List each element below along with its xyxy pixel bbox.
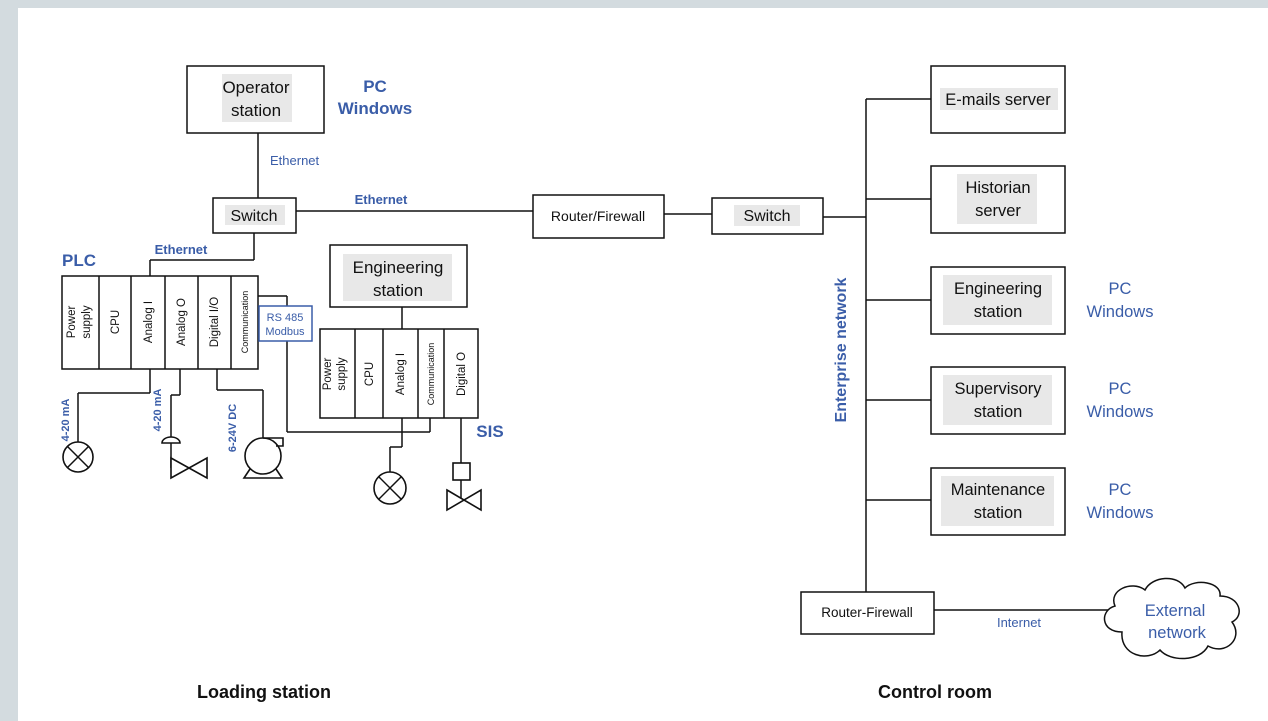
pc-windows-top-line1: PC bbox=[363, 77, 387, 96]
plc-module-digital-io: Digital I/O bbox=[209, 297, 221, 348]
sis-label: SIS bbox=[476, 422, 503, 441]
ethernet-label-horizontal: Ethernet bbox=[355, 192, 408, 207]
switch-right-box[interactable]: Switch bbox=[711, 197, 824, 235]
pump-icon bbox=[242, 437, 284, 479]
sis-rack[interactable]: Power supply CPU Analog I Communication … bbox=[319, 328, 479, 419]
engineering-station-right-label-2: station bbox=[974, 303, 1023, 321]
switch-right-label: Switch bbox=[743, 208, 790, 225]
signal-label-2: 4-20 mA bbox=[152, 389, 164, 432]
router-firewall-mid-label: Router/Firewall bbox=[551, 208, 645, 224]
plc-module-cpu: CPU bbox=[110, 310, 122, 334]
pc-windows-maint-line1: PC bbox=[1109, 481, 1132, 499]
operator-station-box[interactable]: Operator station bbox=[186, 65, 325, 134]
email-server-box[interactable]: E-mails server bbox=[930, 65, 1066, 134]
pc-windows-maint-line2: Windows bbox=[1087, 504, 1154, 522]
ethernet-label-vertical: Ethernet bbox=[270, 153, 320, 168]
sis-module-power-2: supply bbox=[336, 357, 348, 390]
sis-module-digital-o: Digital O bbox=[456, 352, 468, 396]
supervisory-station-box[interactable]: Supervisory station bbox=[930, 366, 1066, 435]
plc-module-analog-i: Analog I bbox=[143, 301, 155, 343]
pc-windows-top-line2: Windows bbox=[338, 99, 412, 118]
enterprise-network-label: Enterprise network bbox=[833, 277, 850, 422]
engineering-station-right-box[interactable]: Engineering station bbox=[930, 266, 1066, 335]
sis-module-analog-i: Analog I bbox=[395, 353, 407, 395]
supervisory-station-label-1: Supervisory bbox=[954, 380, 1042, 398]
external-network-label-1: External bbox=[1145, 602, 1206, 620]
maintenance-station-box[interactable]: Maintenance station bbox=[930, 467, 1066, 536]
external-network-label-2: network bbox=[1148, 624, 1207, 642]
pc-windows-sup-line1: PC bbox=[1109, 380, 1132, 398]
email-server-label: E-mails server bbox=[945, 91, 1051, 109]
plc-module-power-2: supply bbox=[81, 305, 93, 338]
engineering-station-center-label-2: station bbox=[373, 281, 423, 300]
solenoid-valve-icon bbox=[446, 462, 482, 512]
signal-label-1: 4-20 mA bbox=[60, 399, 72, 442]
engineering-station-right-label-1: Engineering bbox=[954, 280, 1042, 298]
pc-windows-eng-line1: PC bbox=[1109, 280, 1132, 298]
router-firewall-bottom-label: Router-Firewall bbox=[821, 605, 913, 620]
supervisory-station-label-2: station bbox=[974, 403, 1023, 421]
router-firewall-bottom-box[interactable]: Router-Firewall bbox=[800, 591, 935, 635]
operator-station-label-1: Operator bbox=[222, 78, 289, 97]
connection-lines bbox=[77, 98, 1110, 611]
switch-left-box[interactable]: Switch bbox=[212, 197, 297, 234]
maintenance-station-label-1: Maintenance bbox=[951, 481, 1045, 499]
valve-icon bbox=[161, 436, 208, 480]
plc-module-analog-o: Analog O bbox=[176, 298, 188, 346]
router-firewall-mid-box[interactable]: Router/Firewall bbox=[532, 194, 665, 239]
engineering-station-center-box[interactable]: Engineering station bbox=[329, 244, 468, 308]
historian-server-label-1: Historian bbox=[965, 179, 1030, 197]
internet-label: Internet bbox=[997, 615, 1041, 630]
sis-module-communication: Communication bbox=[426, 343, 436, 406]
rs485-line1: RS 485 bbox=[267, 312, 304, 324]
sis-module-cpu: CPU bbox=[364, 362, 376, 386]
rs485-label-box: RS 485 Modbus bbox=[258, 305, 313, 342]
signal-label-3: 6-24V DC bbox=[227, 404, 239, 452]
plc-module-communication: Communication bbox=[240, 291, 250, 354]
operator-station-label-2: station bbox=[231, 101, 281, 120]
control-room-label: Control room bbox=[878, 682, 992, 702]
pc-windows-eng-line2: Windows bbox=[1087, 303, 1154, 321]
lamp-icon bbox=[373, 471, 407, 505]
plc-module-power-1: Power bbox=[66, 306, 78, 339]
rs485-line2: Modbus bbox=[265, 326, 305, 338]
cloud-icon[interactable]: External network bbox=[1103, 577, 1240, 660]
pc-windows-sup-line2: Windows bbox=[1087, 403, 1154, 421]
engineering-station-center-label-1: Engineering bbox=[353, 258, 444, 277]
plc-rack[interactable]: Power supply CPU Analog I Analog O Digit… bbox=[61, 275, 259, 370]
plc-label: PLC bbox=[62, 251, 96, 270]
loading-station-label: Loading station bbox=[197, 682, 331, 702]
sis-module-power-1: Power bbox=[322, 358, 334, 391]
switch-left-label: Switch bbox=[230, 208, 277, 225]
historian-server-label-2: server bbox=[975, 202, 1021, 220]
maintenance-station-label-2: station bbox=[974, 504, 1023, 522]
lamp-icon bbox=[62, 441, 94, 473]
historian-server-box[interactable]: Historian server bbox=[930, 165, 1066, 234]
ethernet-label-plc: Ethernet bbox=[155, 242, 208, 257]
